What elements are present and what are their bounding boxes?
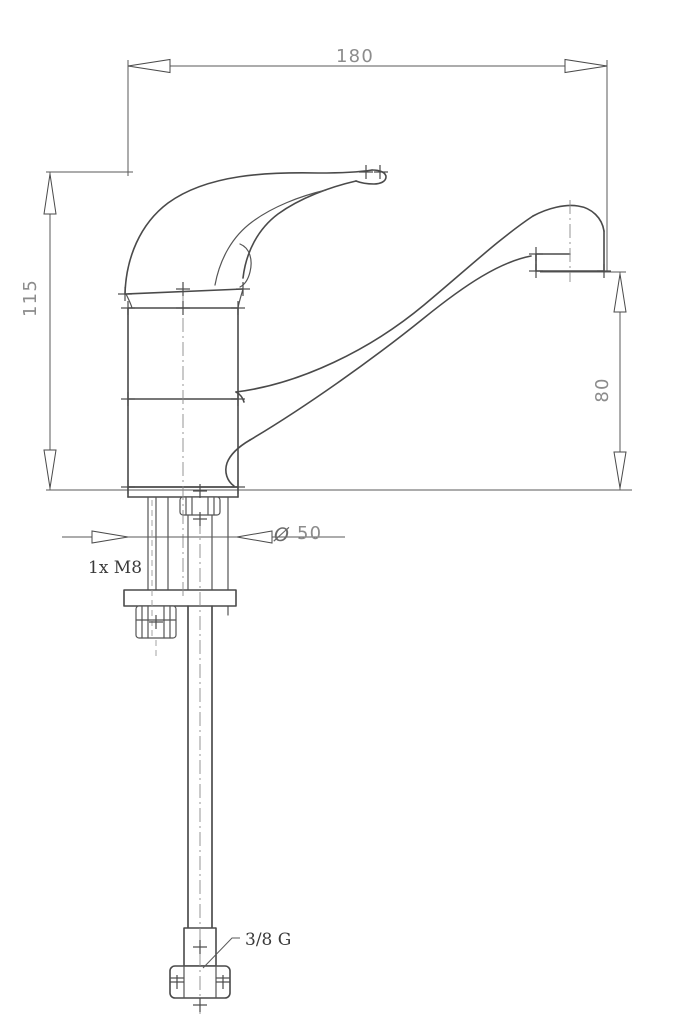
tick-body-mid	[121, 392, 245, 406]
dimension-115: 115	[20, 171, 133, 491]
arrowhead-left-d50	[91, 530, 129, 544]
washer-plate	[123, 589, 237, 607]
arrowhead-left-180	[127, 58, 171, 74]
dimension-180: 180	[127, 46, 608, 272]
arrowhead-top-80	[613, 273, 627, 313]
dimension-diameter-50: Ø 50	[62, 523, 345, 546]
tick-aerator	[529, 247, 611, 278]
arrowhead-bottom-80	[613, 451, 627, 489]
dim-label-diameter-50: 50	[297, 523, 322, 544]
construction-tick-marks	[118, 165, 611, 1012]
dimension-80: 80	[540, 271, 627, 490]
leader-line-thread	[202, 937, 240, 969]
center-lines	[182, 200, 571, 1014]
arrowhead-top-115	[43, 173, 57, 215]
hidden-lines	[151, 500, 157, 660]
arrowhead-right-d50	[236, 530, 273, 544]
supply-tube	[187, 605, 213, 929]
dim-label-80: 80	[592, 377, 613, 402]
tick-body-top	[121, 301, 245, 315]
note-1x-m8: 1x M8	[88, 558, 142, 578]
tick-connector-nut	[170, 940, 230, 1012]
arrowhead-right-180	[564, 58, 608, 74]
tick-body-bottom	[121, 480, 245, 494]
swivel-spout	[225, 204, 605, 487]
lever-handle	[124, 169, 387, 295]
note-label-thread: 3/8 G	[245, 930, 291, 950]
tick-handle-seat	[118, 282, 250, 301]
note-3-8-g: 3/8 G	[202, 930, 291, 969]
diameter-symbol: Ø	[273, 524, 290, 546]
dim-label-180: 180	[336, 46, 374, 67]
dim-label-115: 115	[20, 279, 41, 317]
arrowhead-bottom-115	[43, 449, 57, 489]
tick-handle-tip	[359, 165, 388, 179]
tick-stud-nut	[193, 484, 207, 526]
note-label-stud: 1x M8	[88, 558, 142, 578]
tick-washer-nut	[149, 615, 163, 629]
cartridge-body	[125, 288, 244, 488]
